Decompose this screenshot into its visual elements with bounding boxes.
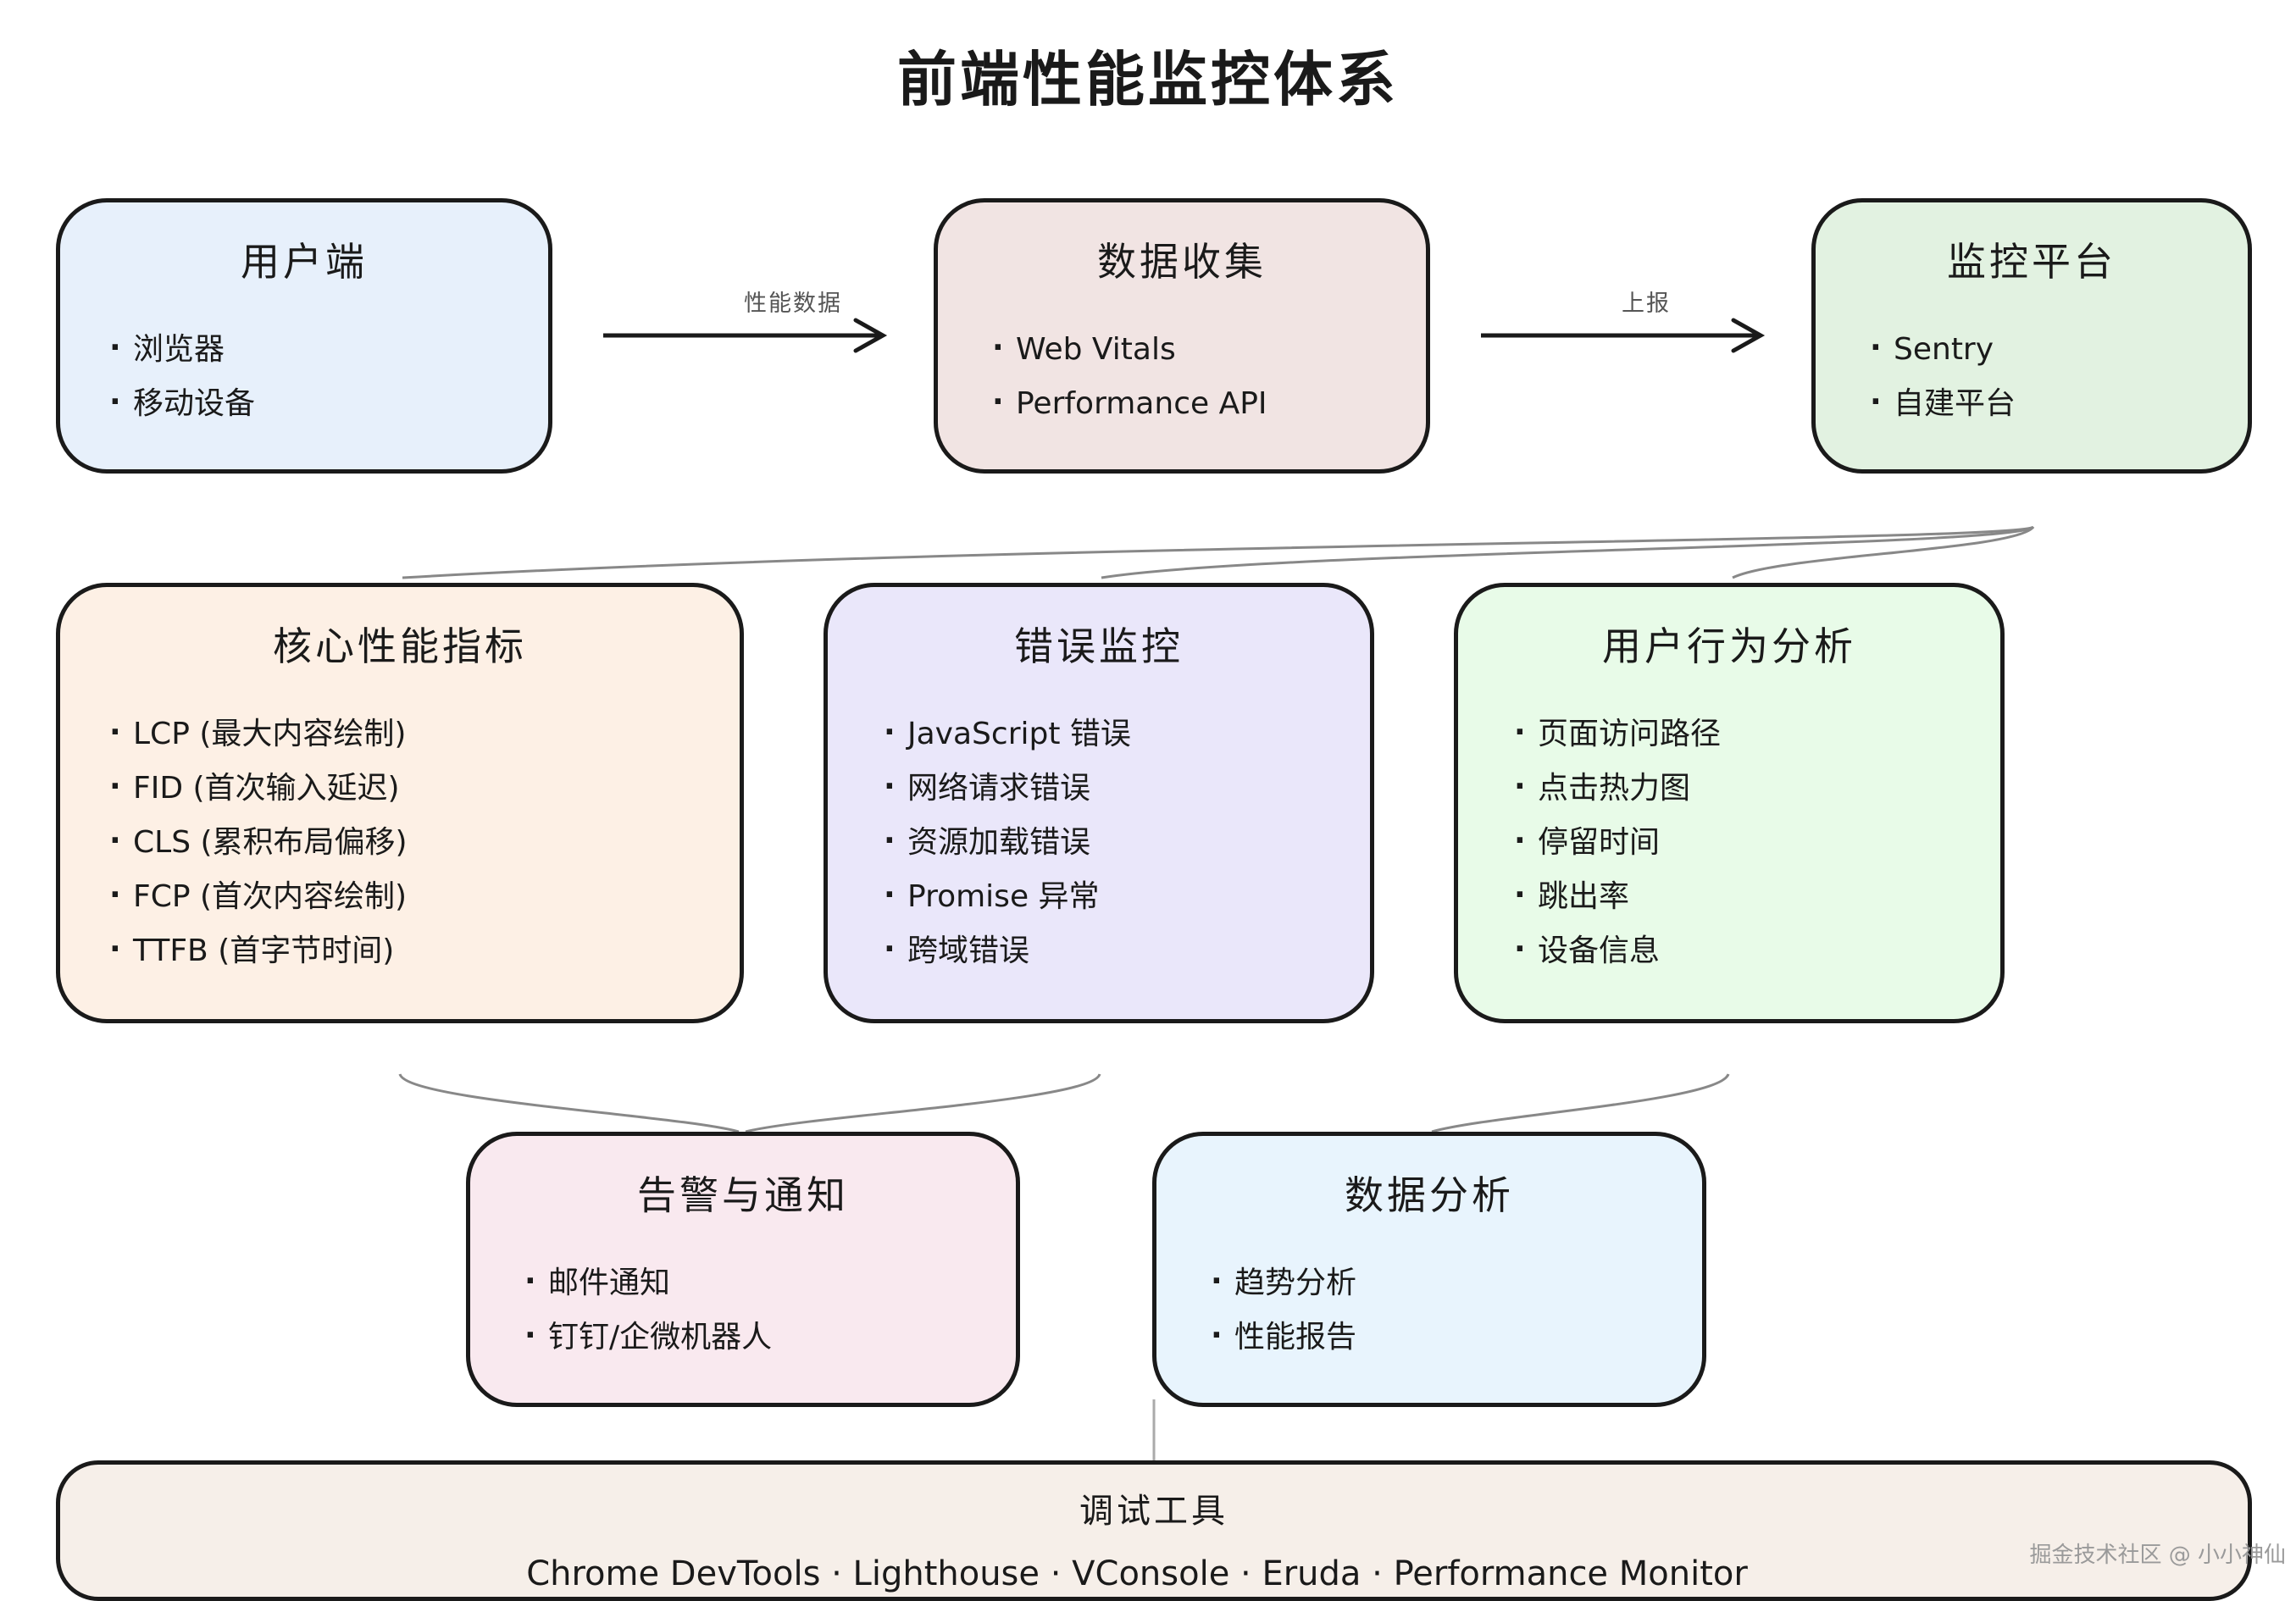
node-alerts-list: 邮件通知 钉钉/企微机器人 [470,1255,1016,1365]
list-item: Promise 异常 [884,868,1370,924]
node-platform-list: Sentry 自建平台 [1816,321,2248,431]
node-alerts-title: 告警与通知 [637,1172,849,1218]
list-item: 自建平台 [1870,375,2248,431]
connector-platform-to-errors [1101,525,2035,579]
connector-behavior-to-analysis [1431,1073,1730,1133]
node-metrics: 核心性能指标 LCP (最大内容绘制) FID (首次输入延迟) CLS (累积… [56,583,744,1023]
node-behavior-title: 用户行为分析 [1602,623,1856,669]
node-metrics-title: 核心性能指标 [273,623,527,669]
arrowhead-collect-to-platform [1731,318,1766,353]
list-item: 跳出率 [1514,868,2000,924]
list-item: 网络请求错误 [884,760,1370,816]
node-client-title: 用户端 [241,239,368,285]
node-analysis-title: 数据分析 [1345,1172,1514,1218]
connector-errors-to-alerts [745,1073,1101,1133]
node-client: 用户端 浏览器 移动设备 [56,198,552,474]
list-item: FID (首次输入延迟) [109,760,740,816]
node-platform: 监控平台 Sentry 自建平台 [1811,198,2252,474]
node-tools: 调试工具 Chrome DevTools · Lighthouse · VCon… [56,1460,2252,1601]
list-item: 设备信息 [1514,922,2000,978]
node-analysis-list: 趋势分析 性能报告 [1156,1255,1702,1365]
connector-platform-to-behavior [1732,525,2035,579]
list-item: 点击热力图 [1514,760,2000,816]
list-item: 浏览器 [109,321,548,377]
connector-platform-to-metrics [402,525,2034,579]
node-behavior-list: 页面访问路径 点击热力图 停留时间 跳出率 设备信息 [1458,706,2000,978]
arrowhead-client-to-collect [853,318,888,353]
list-item: 移动设备 [109,375,548,431]
node-tools-title: 调试工具 [1079,1492,1228,1531]
list-item: LCP (最大内容绘制) [109,706,740,762]
list-item: 资源加载错误 [884,814,1370,870]
watermark: 掘金技术社区 @ 小小神仙 [2029,1543,2286,1568]
list-item: 邮件通知 [524,1255,1016,1310]
list-item: FCP (首次内容绘制) [109,868,740,924]
list-item: 钉钉/企微机器人 [524,1309,1016,1365]
page-title: 前端性能监控体系 [897,44,1399,114]
list-item: JavaScript 错误 [884,706,1370,762]
node-platform-title: 监控平台 [1947,239,2116,285]
list-item: 性能报告 [1211,1309,1702,1365]
connector-metrics-to-alerts [398,1073,740,1133]
node-alerts: 告警与通知 邮件通知 钉钉/企微机器人 [466,1132,1020,1407]
edge-label-report: 上报 [1622,291,1671,317]
node-metrics-list: LCP (最大内容绘制) FID (首次输入延迟) CLS (累积布局偏移) F… [60,706,740,978]
list-item: 页面访问路径 [1514,706,2000,762]
node-collect-title: 数据收集 [1097,239,1267,285]
list-item: Web Vitals [992,321,1426,377]
tools-list-line: Chrome DevTools · Lighthouse · VConsole … [526,1554,1748,1593]
list-item: TTFB (首字节时间) [109,922,740,978]
node-collect: 数据收集 Web Vitals Performance API [934,198,1430,474]
node-errors-list: JavaScript 错误 网络请求错误 资源加载错误 Promise 异常 跨… [828,706,1370,978]
list-item: CLS (累积布局偏移) [109,814,740,870]
edge-label-performance-data: 性能数据 [744,291,842,317]
list-item: 趋势分析 [1211,1255,1702,1310]
node-client-list: 浏览器 移动设备 [60,321,548,431]
node-collect-list: Web Vitals Performance API [938,321,1426,431]
node-behavior: 用户行为分析 页面访问路径 点击热力图 停留时间 跳出率 设备信息 [1454,583,2005,1023]
node-errors: 错误监控 JavaScript 错误 网络请求错误 资源加载错误 Promise… [824,583,1374,1023]
list-item: Sentry [1870,321,2248,377]
list-item: Performance API [992,375,1426,431]
node-analysis: 数据分析 趋势分析 性能报告 [1152,1132,1706,1407]
list-item: 停留时间 [1514,814,2000,870]
node-errors-title: 错误监控 [1014,623,1184,669]
list-item: 跨域错误 [884,922,1370,978]
